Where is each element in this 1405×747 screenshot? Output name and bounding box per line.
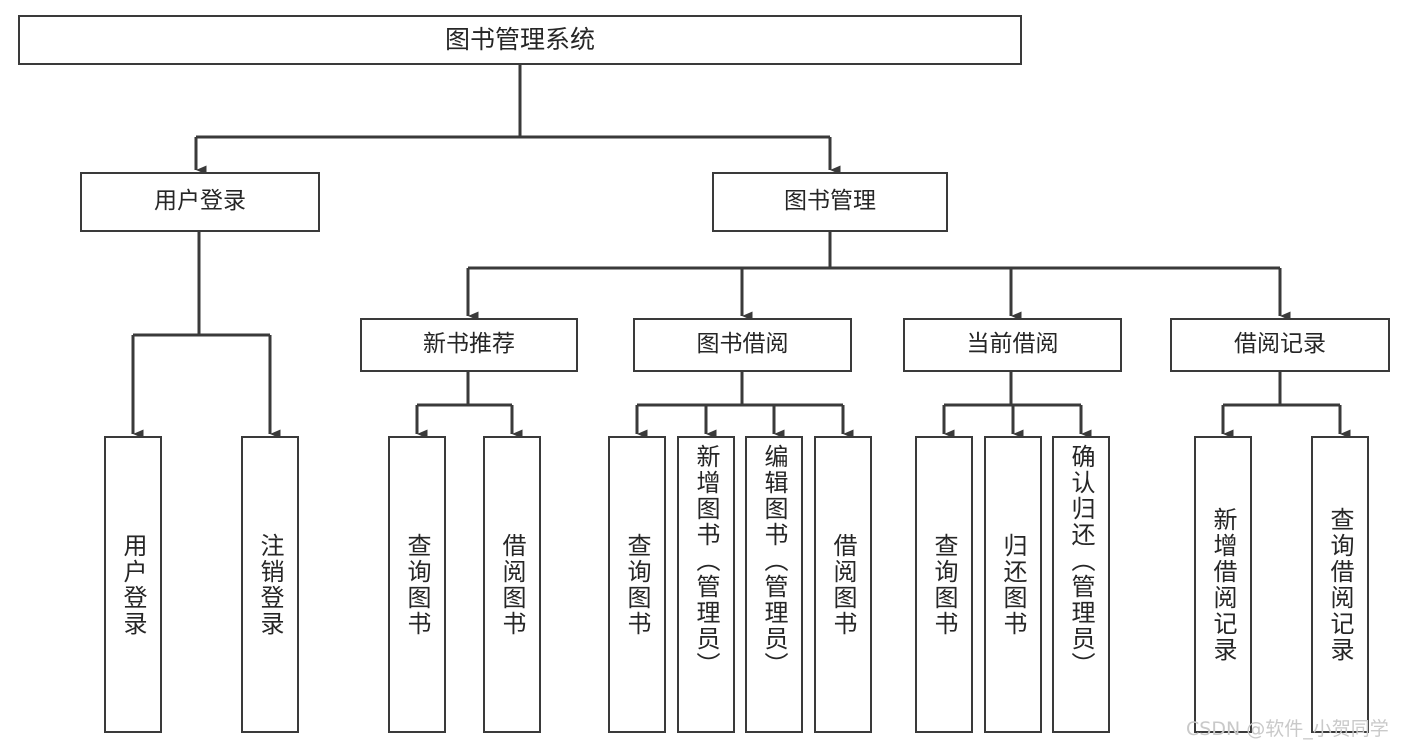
node-leaf-edit-book[interactable]: 编辑图书（管理员）	[745, 436, 803, 733]
node-leaf-add-book[interactable]: 新增图书（管理员）	[677, 436, 735, 733]
node-user-login[interactable]: 用户登录	[80, 172, 320, 232]
node-leaf-borrow-book-2-label: 借阅图书	[829, 532, 857, 637]
node-new-book-recommend-label: 新书推荐	[423, 331, 515, 358]
node-current-borrow-label: 当前借阅	[966, 331, 1059, 358]
node-book-borrow-label: 图书借阅	[696, 331, 789, 358]
node-leaf-confirm-return-label: 确认归还（管理员）	[1067, 444, 1095, 678]
node-book-manage[interactable]: 图书管理	[712, 172, 948, 232]
node-leaf-user-login-label: 用户登录	[119, 532, 147, 637]
node-book-manage-label: 图书管理	[784, 188, 876, 215]
node-leaf-add-book-label: 新增图书（管理员）	[692, 444, 720, 678]
node-leaf-query-record[interactable]: 查询借阅记录	[1311, 436, 1369, 733]
node-current-borrow[interactable]: 当前借阅	[903, 318, 1122, 372]
node-root-label: 图书管理系统	[444, 25, 595, 55]
node-leaf-edit-book-label: 编辑图书（管理员）	[760, 444, 788, 678]
node-leaf-add-record-label: 新增借阅记录	[1209, 506, 1237, 663]
node-borrow-record[interactable]: 借阅记录	[1170, 318, 1390, 372]
node-new-book-recommend[interactable]: 新书推荐	[360, 318, 578, 372]
node-leaf-borrow-book-1-label: 借阅图书	[498, 532, 526, 637]
node-leaf-borrow-book-2[interactable]: 借阅图书	[814, 436, 872, 733]
node-leaf-add-record[interactable]: 新增借阅记录	[1194, 436, 1252, 733]
node-leaf-return-book-label: 归还图书	[999, 532, 1027, 637]
node-root[interactable]: 图书管理系统	[18, 15, 1022, 65]
node-leaf-query-record-label: 查询借阅记录	[1326, 506, 1354, 663]
node-user-login-label: 用户登录	[154, 188, 246, 215]
node-leaf-query-book-1[interactable]: 查询图书	[388, 436, 446, 733]
node-leaf-logout-label: 注销登录	[256, 532, 284, 637]
node-leaf-query-book-1-label: 查询图书	[403, 532, 431, 637]
node-leaf-user-login[interactable]: 用户登录	[104, 436, 162, 733]
node-leaf-confirm-return[interactable]: 确认归还（管理员）	[1052, 436, 1110, 733]
node-leaf-borrow-book-1[interactable]: 借阅图书	[483, 436, 541, 733]
node-leaf-query-book-2-label: 查询图书	[623, 532, 651, 637]
node-leaf-logout[interactable]: 注销登录	[241, 436, 299, 733]
node-book-borrow[interactable]: 图书借阅	[633, 318, 852, 372]
node-leaf-query-book-3[interactable]: 查询图书	[915, 436, 973, 733]
node-leaf-query-book-2[interactable]: 查询图书	[608, 436, 666, 733]
node-borrow-record-label: 借阅记录	[1234, 331, 1326, 358]
node-leaf-return-book[interactable]: 归还图书	[984, 436, 1042, 733]
node-leaf-query-book-3-label: 查询图书	[930, 532, 958, 637]
